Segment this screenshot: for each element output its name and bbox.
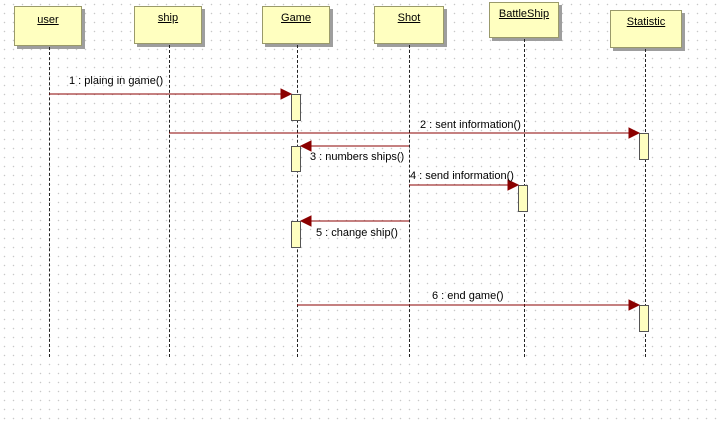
message-5-arrowhead xyxy=(299,215,312,227)
message-1-arrowhead xyxy=(280,88,293,100)
activation-battleship-1 xyxy=(518,185,528,212)
message-4-label: 4 : send information() xyxy=(410,170,514,182)
lifeline-name-user: user xyxy=(37,14,59,26)
message-3-arrowhead xyxy=(299,140,312,152)
lifeline-shot xyxy=(409,45,410,357)
activation-game-2 xyxy=(291,146,301,172)
lifeline-head-ship[interactable]: ship xyxy=(134,6,202,44)
lifeline-name-shot: Shot xyxy=(397,12,421,24)
lifeline-name-statistic: Statistic xyxy=(626,16,666,28)
lifeline-head-shot[interactable]: Shot xyxy=(374,6,444,44)
message-2-arrowhead xyxy=(628,127,641,139)
lifeline-ship xyxy=(169,45,170,357)
lifeline-user xyxy=(49,47,50,357)
lifeline-game xyxy=(297,45,298,357)
lifeline-name-battleship: BattleShip xyxy=(498,8,550,20)
lifeline-statistic xyxy=(645,49,646,357)
message-1-label: 1 : plaing in game() xyxy=(69,75,164,87)
lifeline-name-ship: ship xyxy=(157,12,179,24)
lifeline-head-game[interactable]: Game xyxy=(262,6,330,44)
message-4-arrowhead xyxy=(507,179,520,191)
lifeline-head-statistic[interactable]: Statistic xyxy=(610,10,682,48)
activation-statistic-1 xyxy=(639,133,649,160)
message-6-arrowhead xyxy=(628,299,641,311)
message-5-label: 5 : change ship() xyxy=(316,227,398,239)
message-2-label: 2 : sent information() xyxy=(420,119,521,131)
message-3-label: 3 : numbers ships() xyxy=(310,151,405,163)
activation-game-3 xyxy=(291,221,301,248)
message-6-label: 6 : end game() xyxy=(432,290,504,302)
lifeline-head-battleship[interactable]: BattleShip xyxy=(489,2,559,38)
lifeline-name-game: Game xyxy=(281,12,311,24)
activation-statistic-2 xyxy=(639,305,649,332)
activation-game-1 xyxy=(291,94,301,121)
lifeline-head-user[interactable]: user xyxy=(14,6,82,46)
